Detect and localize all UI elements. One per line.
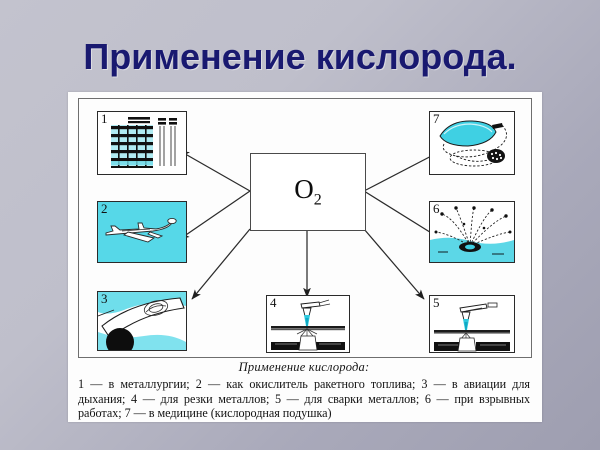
panel-1-metallurgy: 1 — [97, 111, 187, 175]
panel-7-oxygen-pillow: 7 — [429, 111, 515, 175]
panel-6-blasting-works: 6 — [429, 201, 515, 263]
airplane-icon — [98, 202, 186, 262]
rocket-icon — [98, 292, 186, 350]
diagram-frame: O2 1 — [78, 98, 532, 358]
o2-subscript: 2 — [313, 191, 322, 209]
page-title: Применение кислорода. — [83, 36, 517, 77]
panel-5-metal-welding: 5 — [429, 295, 515, 353]
panel-5-number: 5 — [433, 295, 440, 310]
panel-7-number: 7 — [433, 111, 440, 126]
panel-4-metal-cutting: 4 — [266, 295, 350, 353]
panel-3-rocket: 3 — [97, 291, 187, 351]
metal-cutting-icon — [267, 296, 349, 352]
panel-3-number: 3 — [101, 291, 108, 306]
o2-formula: O2 — [294, 174, 322, 209]
panel-2-number: 2 — [101, 201, 108, 216]
center-node-o2: O2 — [250, 153, 366, 231]
panel-6-number: 6 — [433, 201, 440, 216]
caption-text: 1 — в металлургии; 2 — как окислитель ра… — [78, 377, 530, 421]
panel-1-number: 1 — [101, 111, 108, 126]
o2-element-symbol: O — [294, 174, 314, 205]
metal-welding-icon — [430, 296, 514, 352]
panel-2-airplane: 2 — [97, 201, 187, 263]
panel-4-number: 4 — [270, 295, 277, 310]
caption-heading: Применение кислорода: — [238, 360, 370, 374]
figure-card: O2 1 — [68, 92, 542, 422]
metallurgy-furnace-icon — [98, 112, 186, 174]
blasting-explosion-icon — [430, 202, 514, 262]
oxygen-pillow-icon — [430, 112, 514, 174]
figure-caption: Применение кислорода: 1 — в металлургии;… — [78, 360, 530, 421]
